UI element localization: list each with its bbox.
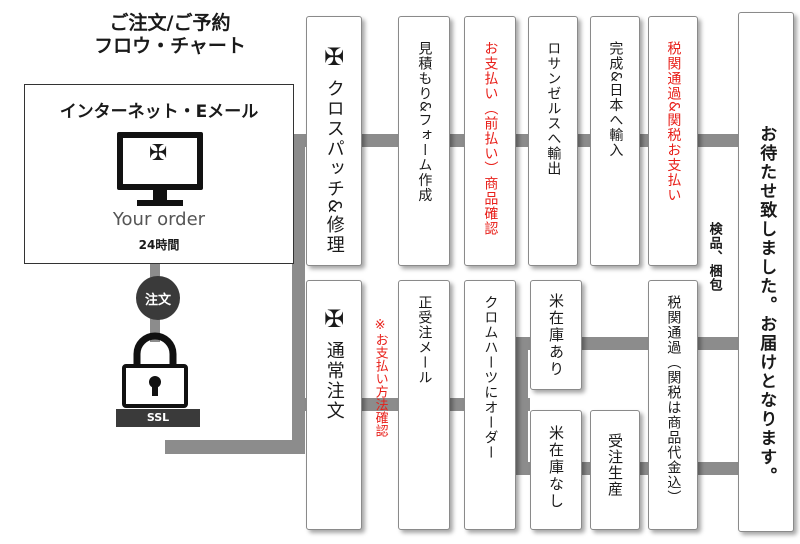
delivery-box: お待たせ致しました。お届けとなります。	[738, 12, 794, 532]
order-chrome-label: クロムハーツにオーダー	[482, 295, 499, 460]
estimate-box: 見積もり&フォーム作成	[398, 16, 450, 266]
inspection-label: 検品、梱包	[706, 222, 722, 292]
monitor-icon	[117, 132, 203, 206]
made-to-order-box: 受注生産	[590, 410, 640, 530]
monitor-cross-icon: ✠	[149, 141, 168, 166]
crosspatch-repair-label: クロスパッチ&修理	[323, 79, 345, 256]
internet-order-box: インターネット・Eメール ✠ Your order 24時間	[24, 84, 294, 264]
normal-order-label: 通常注文	[323, 341, 345, 421]
in-stock-box: 米在庫あり	[530, 280, 582, 390]
customs-included-label: 税関通過（関税は商品代金込）	[665, 295, 682, 505]
no-stock-box: 米在庫なし	[530, 410, 582, 530]
customs-included-box: 税関通過（関税は商品代金込）	[648, 280, 698, 530]
made-to-order-label: 受注生産	[606, 433, 624, 497]
your-order-text: Your order	[112, 209, 206, 230]
connector-trunk	[292, 134, 305, 454]
crosspatch-cross-icon: ✠	[323, 43, 345, 71]
connector-split	[515, 340, 528, 470]
export-label: ロサンゼルスへ輸出	[545, 41, 562, 176]
customs-payment-label: 税関通過&関税お支払い	[665, 41, 682, 203]
confirm-mail-box: 正受注メール	[398, 280, 450, 530]
flow-title-line2: フロウ・チャート	[94, 34, 246, 57]
confirm-mail-label: 正受注メール	[416, 295, 433, 385]
estimate-label: 見積もり&フォーム作成	[416, 41, 433, 203]
delivery-label: お待たせ致しました。お届けとなります。	[756, 125, 777, 486]
normal-order-box: ✠ 通常注文	[306, 280, 362, 530]
payment-method-note: ※お支払い方法確認	[372, 318, 388, 437]
prepayment-label: お支払い（前払い）商品確認	[482, 41, 499, 236]
prepayment-box: お支払い（前払い）商品確認	[464, 16, 516, 266]
no-stock-label: 米在庫なし	[547, 425, 565, 510]
customs-payment-box: 税関通過&関税お支払い	[648, 16, 698, 266]
normal-order-cross-icon: ✠	[323, 305, 345, 333]
lock-icon	[122, 332, 188, 408]
internet-label: インターネット・Eメール	[59, 102, 259, 122]
order-chrome-box: クロムハーツにオーダー	[464, 280, 516, 530]
connector-ssl-branch	[165, 440, 305, 454]
export-box: ロサンゼルスへ輸出	[528, 16, 578, 266]
hours-text: 24時間	[138, 238, 180, 252]
ssl-badge: SSL	[116, 409, 200, 427]
order-badge: 注文	[136, 276, 180, 320]
flow-title: ご注文/ご予約 フロウ・チャート	[60, 12, 280, 58]
order-badge-label: 注文	[144, 292, 171, 308]
import-box: 完成&日本へ輸入	[590, 16, 640, 266]
flow-title-line1: ご注文/ご予約	[109, 12, 231, 34]
ssl-label: SSL	[146, 411, 170, 424]
in-stock-label: 米在庫あり	[547, 293, 565, 378]
import-label: 完成&日本へ輸入	[607, 41, 624, 158]
crosspatch-repair-box: ✠ クロスパッチ&修理	[306, 16, 362, 266]
